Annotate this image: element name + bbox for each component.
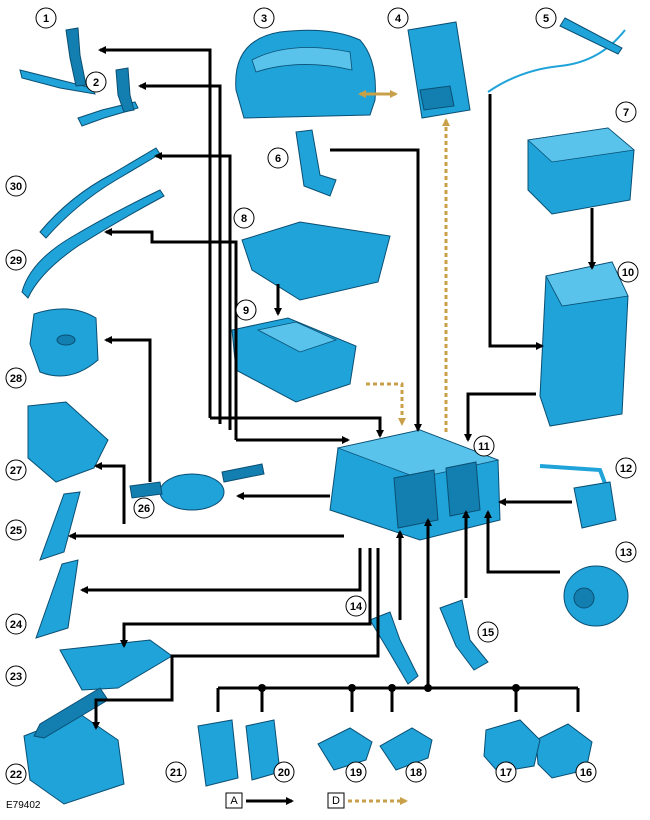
component-14-seat-buckle-icon: [369, 611, 419, 685]
component-12-sensor-icon: [539, 464, 617, 529]
component-3-instrument-cluster-icon: [235, 29, 376, 119]
callout-26: 26: [133, 497, 155, 519]
callout-1: 1: [35, 7, 57, 29]
callout-text-18: 18: [410, 767, 422, 779]
callout-text-13: 13: [620, 547, 632, 559]
callout-29: 29: [5, 249, 27, 271]
legend-a-box: [225, 792, 243, 809]
callout-14: 14: [345, 595, 367, 617]
callout-21: 21: [165, 761, 187, 783]
callout-text-4: 4: [395, 13, 402, 25]
callout-2: 2: [85, 71, 107, 93]
legend-d-label: D: [332, 795, 340, 807]
callout-text-12: 12: [620, 463, 632, 475]
callout-text-24: 24: [10, 619, 23, 631]
callout-25: 25: [5, 519, 27, 541]
component-19-impact-sensor-icon: [317, 727, 373, 771]
component-27-airbag-icon: [27, 401, 109, 483]
callout-16: 16: [575, 761, 597, 783]
callout-24: 24: [5, 613, 27, 635]
callout-3: 3: [253, 7, 275, 29]
component-29-curtain-airbag-icon: [21, 189, 165, 299]
callout-text-10: 10: [622, 267, 634, 279]
component-4-control-module-icon: [407, 21, 471, 119]
component-25-airbag-icon: [39, 491, 81, 561]
callout-text-27: 27: [10, 465, 22, 477]
component-1-seatbelt-buckle-icon: [19, 27, 96, 95]
callout-text-14: 14: [350, 601, 363, 613]
callout-text-29: 29: [10, 255, 22, 267]
component-28-airbag-icon: [29, 308, 99, 377]
callout-9: 9: [235, 299, 257, 321]
callout-text-20: 20: [278, 767, 290, 779]
callout-text-26: 26: [138, 503, 150, 515]
callout-8: 8: [233, 207, 255, 229]
callout-text-5: 5: [543, 13, 549, 25]
callout-text-21: 21: [170, 767, 182, 779]
component-9-module-icon: [231, 317, 357, 403]
component-24-airbag-icon: [35, 559, 79, 639]
callout-text-30: 30: [10, 181, 22, 193]
component-7-battery-icon: [527, 127, 635, 215]
callout-text-3: 3: [261, 13, 267, 25]
figure-id: E79402: [6, 800, 41, 811]
callout-7: 7: [615, 101, 637, 123]
callout-text-22: 22: [10, 769, 22, 781]
callout-text-6: 6: [275, 153, 281, 165]
callout-text-16: 16: [580, 767, 592, 779]
callout-text-7: 7: [623, 107, 629, 119]
callout-13: 13: [615, 541, 637, 563]
callout-text-25: 25: [10, 525, 22, 537]
callout-text-1: 1: [43, 13, 49, 25]
component-11-restraints-control-module-icon: [329, 429, 501, 541]
callout-6: 6: [267, 147, 289, 169]
callout-text-28: 28: [10, 373, 22, 385]
callout-10: 10: [617, 261, 639, 283]
component-26-clockspring-icon: [129, 463, 265, 511]
callout-text-17: 17: [500, 767, 512, 779]
callout-text-19: 19: [350, 767, 362, 779]
callout-18: 18: [405, 761, 427, 783]
component-10-control-module-icon: [539, 261, 629, 427]
component-23-steering-column-icon: [33, 639, 173, 739]
callout-11: 11: [473, 435, 495, 457]
component-2-seatbelt-buckle-icon: [77, 67, 139, 127]
callout-text-8: 8: [241, 213, 247, 225]
callout-23: 23: [5, 665, 27, 687]
callout-text-9: 9: [243, 305, 249, 317]
callout-text-2: 2: [93, 77, 99, 89]
callout-20: 20: [273, 761, 295, 783]
callout-4: 4: [387, 7, 409, 29]
callout-19: 19: [345, 761, 367, 783]
legend-d-box: [327, 792, 345, 809]
component-6-sensor-icon: [295, 129, 337, 197]
callout-text-23: 23: [10, 671, 22, 683]
component-21-impact-sensor-icon: [197, 719, 239, 787]
callout-28: 28: [5, 367, 27, 389]
legend: A D: [225, 792, 408, 809]
callout-30: 30: [5, 175, 27, 197]
callout-27: 27: [5, 459, 27, 481]
callout-12: 12: [615, 457, 637, 479]
connections-d: [358, 90, 450, 432]
callout-5: 5: [535, 7, 557, 29]
callout-text-15: 15: [482, 627, 494, 639]
component-8-bracket-icon: [241, 221, 391, 301]
callout-17: 17: [495, 761, 517, 783]
legend-a-label: A: [230, 795, 238, 807]
component-13-sensor-icon: [563, 565, 629, 627]
component-18-impact-sensor-icon: [379, 727, 433, 771]
component-5-sensor-icon: [487, 17, 626, 93]
callout-15: 15: [477, 621, 499, 643]
callout-text-11: 11: [478, 441, 490, 453]
callout-22: 22: [5, 763, 27, 785]
component-15-seat-buckle-icon: [439, 599, 489, 671]
component-17-impact-sensor-icon: [483, 719, 541, 773]
